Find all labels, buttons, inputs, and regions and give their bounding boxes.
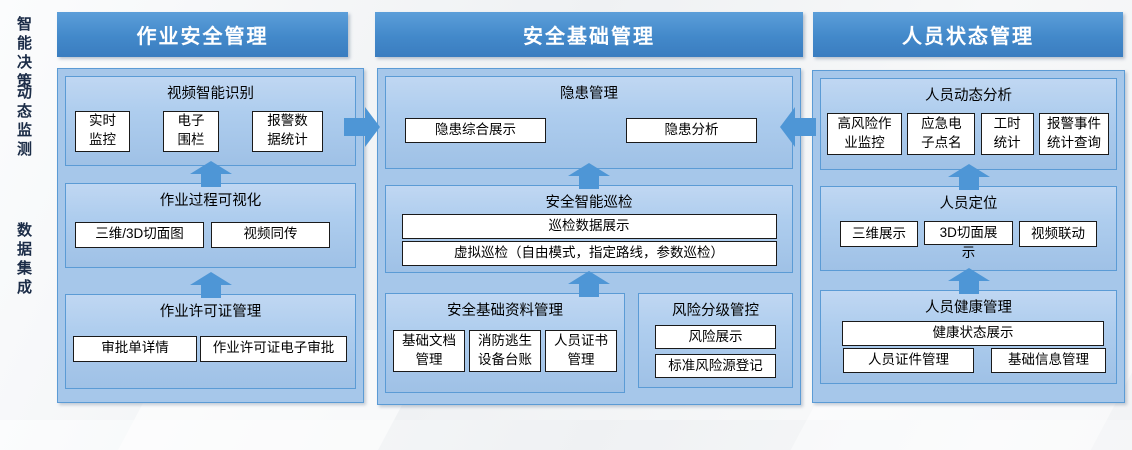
box-standard-risk-source-registry: 标准风险源登记	[655, 354, 776, 378]
arrow-up-icon	[947, 164, 990, 190]
header-safety-foundation-management: 安全基础管理	[375, 12, 803, 57]
sidebar-label-dynamic-monitoring: 动态监测	[15, 84, 32, 160]
box-alarm-event-statistics-query: 报警事件 统计查询	[1038, 112, 1109, 155]
section-title: 安全智能巡检	[545, 195, 633, 211]
box-approval-form-details: 审批单详情	[73, 335, 197, 362]
section-video-intelligent-recognition: 视频智能识别 实时 监控 电子 围栏 报警数 据统计	[65, 76, 356, 166]
box-personnel-id-management: 人员证件管理	[843, 348, 974, 373]
box-high-risk-work-monitoring: 高风险作 业监控	[827, 112, 902, 155]
section-title: 风险分级管控	[672, 303, 759, 319]
box-inspection-data-display: 巡检数据展示	[401, 214, 777, 239]
box-virtual-inspection: 虚拟巡检（自由模式，指定路线，参数巡检）	[401, 241, 777, 266]
panel-work-safety: 视频智能识别 实时 监控 电子 围栏 报警数 据统计 作业过程可视化 三维/3D…	[57, 68, 364, 403]
arrow-right-icon	[344, 107, 380, 147]
box-danger-analysis: 隐患分析	[626, 118, 757, 143]
arrow-up-icon	[947, 268, 990, 294]
sidebar-label-intelligent-decision: 智能决策	[15, 16, 32, 92]
section-work-process-visualization: 作业过程可视化 三维/3D切面图 视频同传	[65, 183, 356, 268]
arrow-up-icon	[189, 272, 232, 298]
sidebar-label-data-integration: 数据集成	[15, 222, 32, 298]
section-title: 人员健康管理	[925, 300, 1012, 316]
section-title: 视频智能识别	[167, 86, 254, 102]
flow-gap	[385, 163, 793, 189]
box-personnel-certificate-management: 人员证书 管理	[545, 330, 617, 372]
section-title: 隐患管理	[560, 86, 618, 102]
section-hidden-danger-management: 隐患管理 隐患综合展示 隐患分析	[385, 76, 793, 169]
flow-gap	[65, 161, 356, 187]
box-health-status-display: 健康状态展示	[842, 321, 1104, 346]
box-electronic-fence: 电子 围栏	[163, 110, 219, 152]
section-personnel-positioning: 人员定位 三维展示 3D切面展 示 视频联动	[820, 186, 1117, 271]
arrow-up-icon	[189, 161, 232, 187]
box-video-linkage: 视频联动	[1019, 221, 1097, 247]
section-personnel-dynamic-analysis: 人员动态分析 高风险作 业监控 应急电 子点名 工时 统计 报警事件 统计查询	[820, 78, 1117, 170]
arrow-left-icon	[780, 107, 816, 147]
section-safety-intelligent-inspection: 安全智能巡检 巡检数据展示 虚拟巡检（自由模式，指定路线，参数巡检）	[385, 185, 793, 273]
panel-safety-foundation: 隐患管理 隐患综合展示 隐患分析 安全智能巡检 巡检数据展示 虚拟巡检（自由模式…	[377, 68, 801, 405]
box-basic-document-management: 基础文档 管理	[393, 330, 465, 372]
box-basic-info-management: 基础信息管理	[991, 348, 1106, 373]
box-permit-electronic-approval: 作业许可证电子审批	[200, 335, 347, 362]
section-title: 作业过程可视化	[159, 193, 262, 209]
box-risk-display: 风险展示	[655, 325, 776, 349]
box-realtime-monitoring: 实时 监控	[75, 110, 130, 152]
arrow-up-icon	[568, 163, 610, 189]
flow-gap	[820, 268, 1117, 294]
box-emergency-electronic-rollcall: 应急电 子点名	[907, 112, 976, 155]
section-personnel-health-management: 人员健康管理 健康状态展示 人员证件管理 基础信息管理	[820, 290, 1117, 384]
panel-personnel-status: 人员动态分析 高风险作 业监控 应急电 子点名 工时 统计 报警事件 统计查询 …	[812, 70, 1125, 403]
flow-gap	[820, 164, 1117, 190]
box-video-cotransmit: 视频同传	[211, 221, 330, 248]
section-title: 人员定位	[939, 196, 998, 212]
section-title: 人员动态分析	[925, 88, 1012, 104]
box-3d-section-display: 3D切面展 示	[924, 221, 1013, 260]
bottom-sections-row: 安全基础资料管理 基础文档 管理 消防逃生 设备台账 人员证书 管理 风险分级管…	[385, 293, 793, 393]
section-risk-grading-control: 风险分级管控 风险展示 标准风险源登记	[638, 293, 793, 388]
flow-gap	[65, 268, 356, 298]
section-title: 作业许可证管理	[159, 304, 262, 320]
box-3d-display: 三维展示	[840, 221, 918, 247]
box-3d-section-view: 三维/3D切面图	[75, 221, 204, 248]
section-safety-basic-data-management: 安全基础资料管理 基础文档 管理 消防逃生 设备台账 人员证书 管理	[385, 293, 625, 393]
arrow-up-icon	[568, 271, 610, 297]
box-fire-escape-equipment-ledger: 消防逃生 设备台账	[469, 330, 541, 372]
header-work-safety-management: 作业安全管理	[57, 12, 348, 57]
section-title: 安全基础资料管理	[447, 303, 563, 319]
box-alarm-data-statistics: 报警数 据统计	[252, 110, 323, 152]
section-work-permit-management: 作业许可证管理 审批单详情 作业许可证电子审批	[65, 294, 356, 389]
box-danger-comprehensive-display: 隐患综合展示	[405, 118, 546, 143]
header-personnel-status-management: 人员状态管理	[813, 12, 1123, 57]
box-working-hours-statistics: 工时 统计	[980, 112, 1034, 155]
flow-gap	[385, 271, 793, 297]
